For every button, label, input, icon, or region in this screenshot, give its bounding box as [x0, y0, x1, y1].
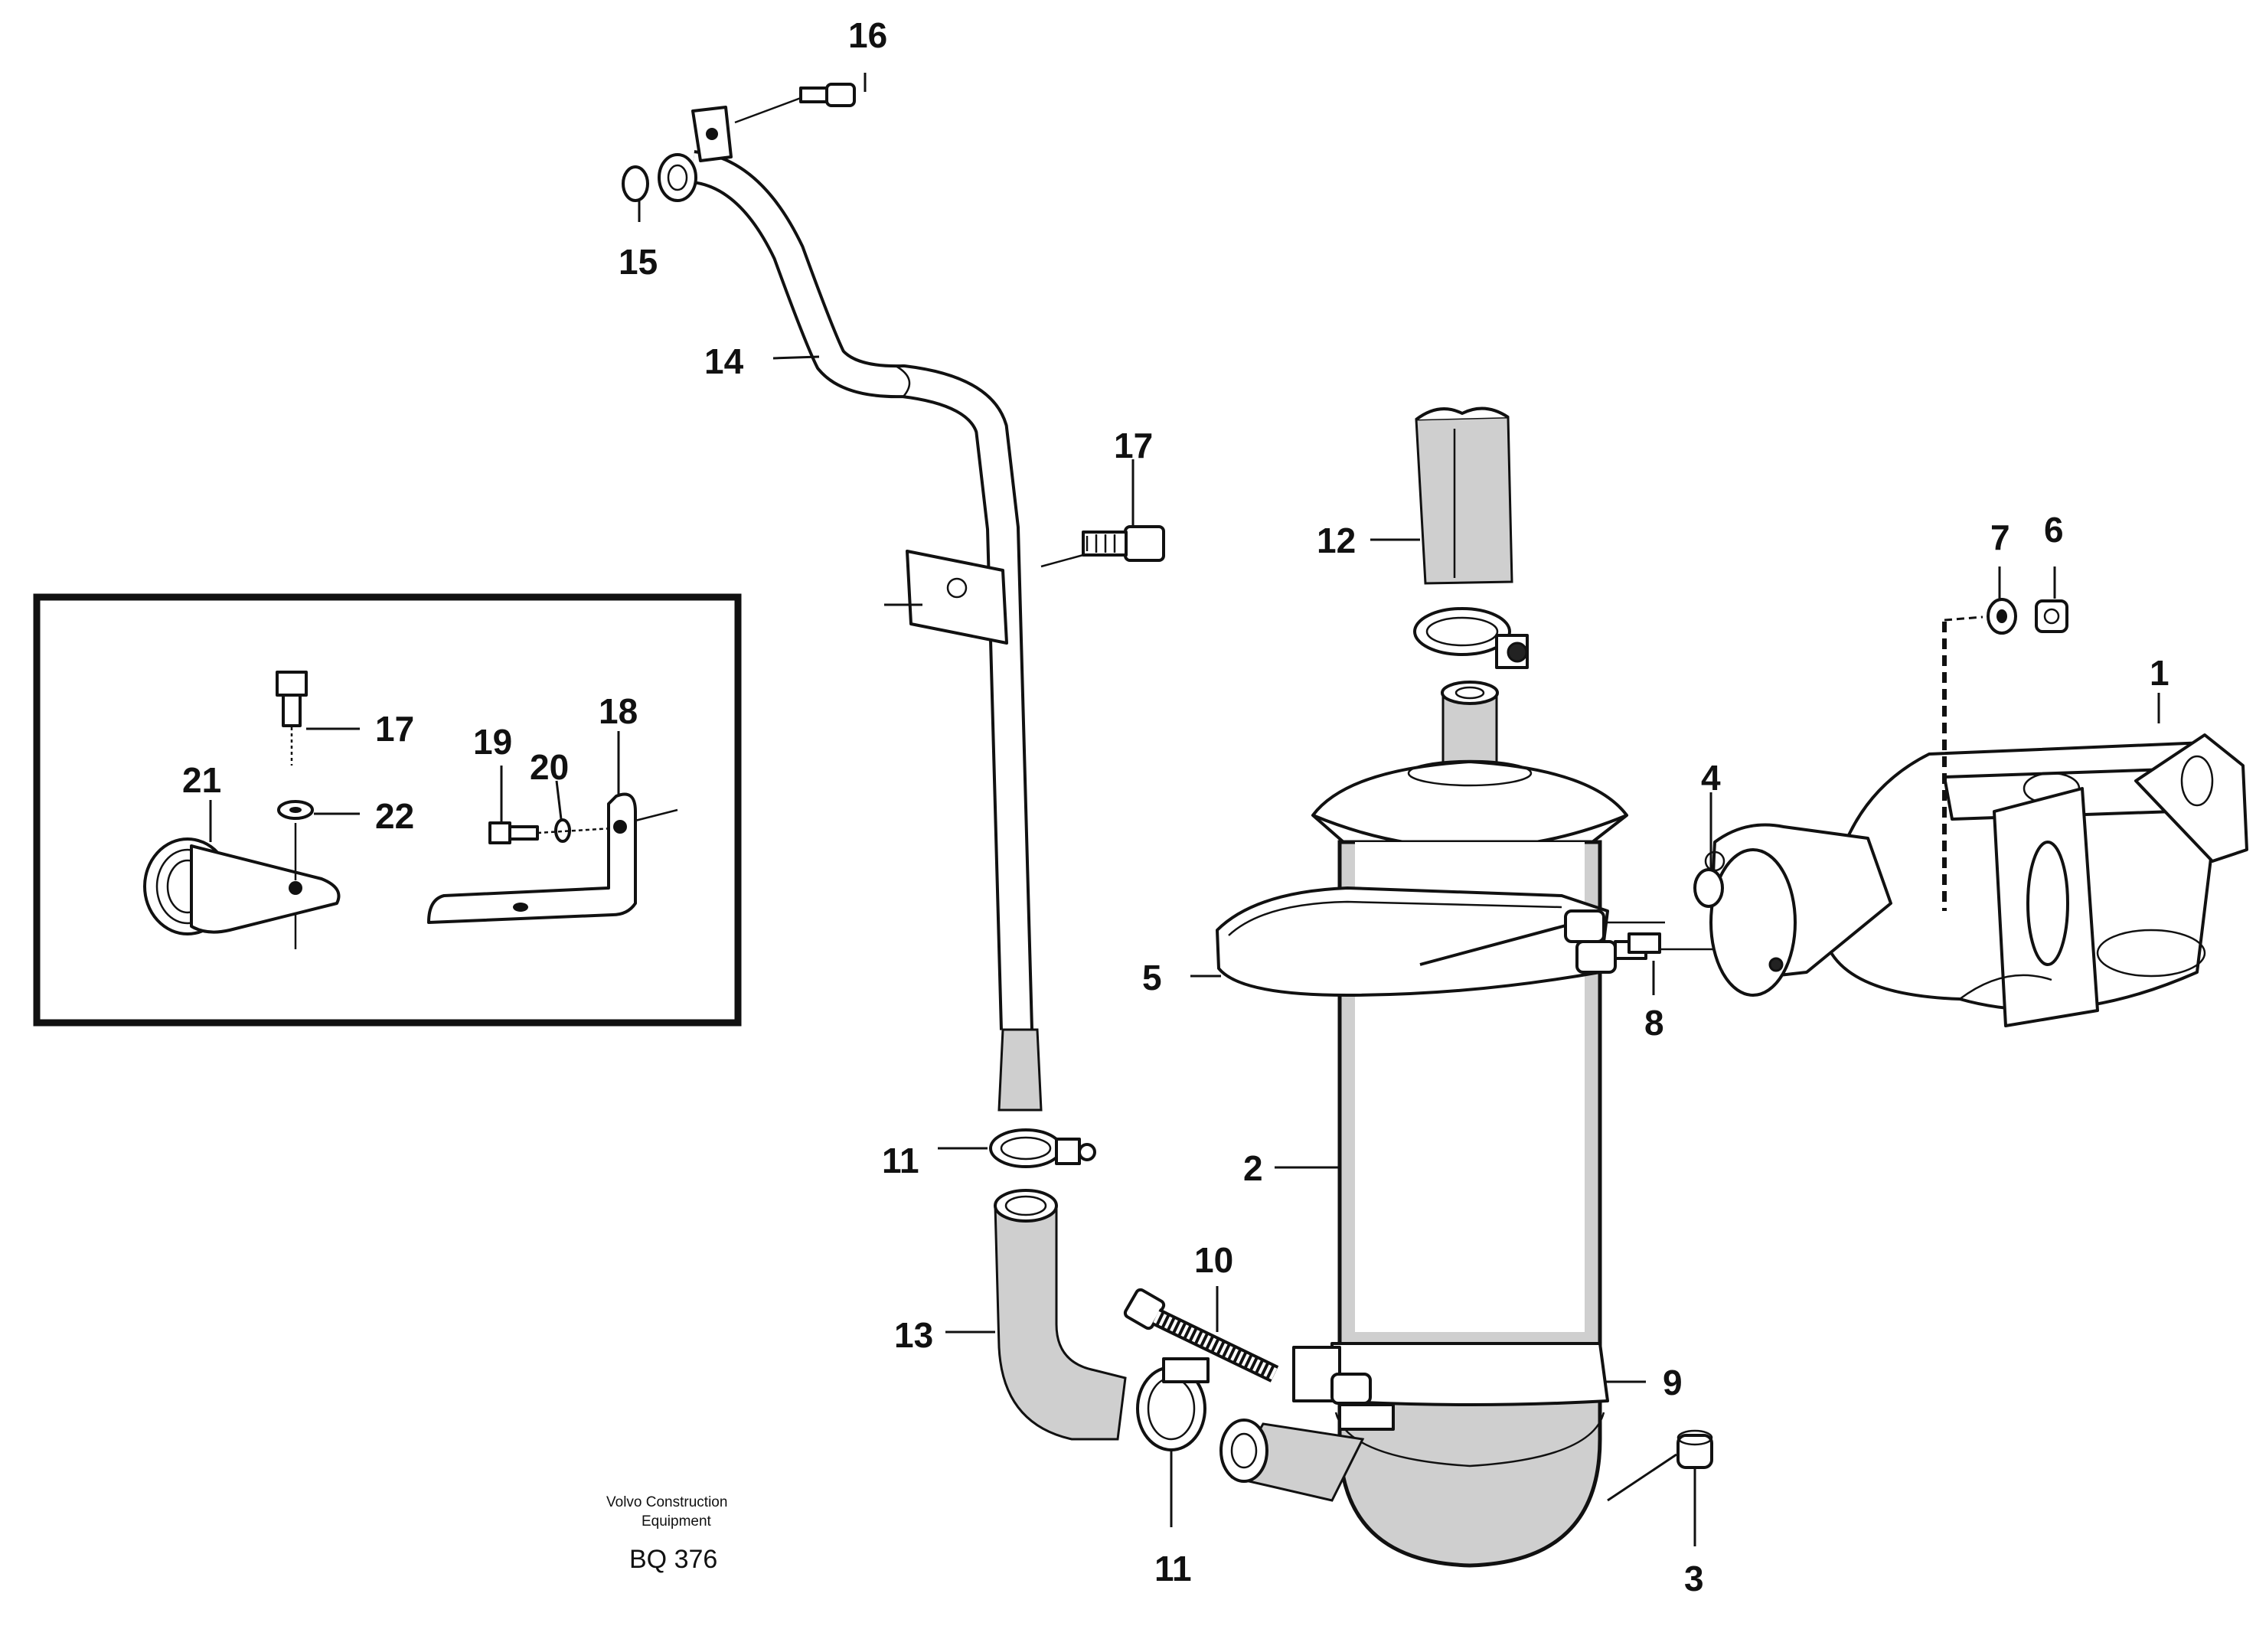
callout-2: 2: [1243, 1148, 1263, 1188]
callout-13: 13: [894, 1315, 933, 1355]
hose-clamp-11-upper: [989, 1128, 1096, 1168]
callout-9: 9: [1663, 1363, 1683, 1402]
stud-8: [1628, 932, 1661, 954]
bolt-17: [1040, 525, 1165, 568]
callout-1: 1: [2150, 653, 2169, 693]
callout-14: 14: [704, 341, 744, 381]
inset-callout-22: 22: [375, 796, 414, 836]
drain-plug-3: [1676, 1429, 1713, 1469]
filter-head-bracket-1: [1704, 733, 2248, 1027]
callout-16: 16: [848, 15, 887, 55]
callout-6: 6: [2044, 510, 2064, 550]
inset-callout-17: 17: [375, 709, 414, 749]
hose-clamp-11-lower: [1136, 1357, 1210, 1451]
callout-3: 3: [1684, 1559, 1704, 1598]
callout-4: 4: [1701, 758, 1721, 798]
pipe-14: [691, 150, 1033, 1030]
strap-band-9: [1292, 1342, 1609, 1431]
inset-bolt-17: [276, 671, 308, 766]
inset-washer-20: [554, 818, 571, 843]
caption-block: Volvo Construction Equipment BQ 376: [606, 1494, 727, 1574]
callout-12: 12: [1317, 521, 1356, 560]
hose-sleeve: [997, 1028, 1043, 1112]
hose-12: [1415, 406, 1513, 585]
hose-13: [994, 1204, 1127, 1441]
nut-6: [2035, 599, 2068, 633]
bolt-16: [734, 83, 856, 124]
filter-housing-2: [1219, 681, 1628, 1568]
inset-rubber-clamp-21: [143, 823, 341, 949]
inset-detail-box: [33, 593, 742, 1027]
caption-code: BQ 376: [629, 1545, 717, 1574]
inset-bolt-19: [488, 821, 539, 844]
hose-clamp-12: [1413, 607, 1529, 669]
inset-callout-20: 20: [530, 747, 569, 787]
pipe-bracket-plate: [884, 550, 1008, 645]
inset-bracket-18: [427, 792, 678, 924]
seal-ring-4: [1693, 868, 1724, 908]
bolt-10: [1123, 1288, 1279, 1383]
callout-10: 10: [1194, 1240, 1233, 1280]
strap-band-5: [1216, 886, 1761, 997]
callout-5: 5: [1142, 958, 1162, 997]
inset-callout-21: 21: [182, 760, 221, 800]
callout-17: 17: [1114, 426, 1153, 465]
callout-7: 7: [1990, 517, 2010, 557]
seal-ring-15: [622, 165, 649, 202]
pipe-end-fitting: [658, 153, 697, 202]
caption-company-line1: Volvo Construction: [606, 1494, 727, 1510]
inset-callout-19: 19: [473, 722, 512, 762]
callout-11-lower: 11: [1154, 1549, 1192, 1588]
callout-labels: 16 15 14 17 12 7 6 1 4 5 8 11 2 10 13 9 …: [182, 15, 2169, 1598]
callout-8: 8: [1644, 1003, 1664, 1043]
leader-lines: [209, 73, 2160, 1546]
caption-company-line2: Equipment: [642, 1513, 712, 1530]
inset-callout-18: 18: [599, 691, 638, 731]
callout-15: 15: [619, 242, 658, 282]
callout-11-upper: 11: [882, 1141, 919, 1180]
